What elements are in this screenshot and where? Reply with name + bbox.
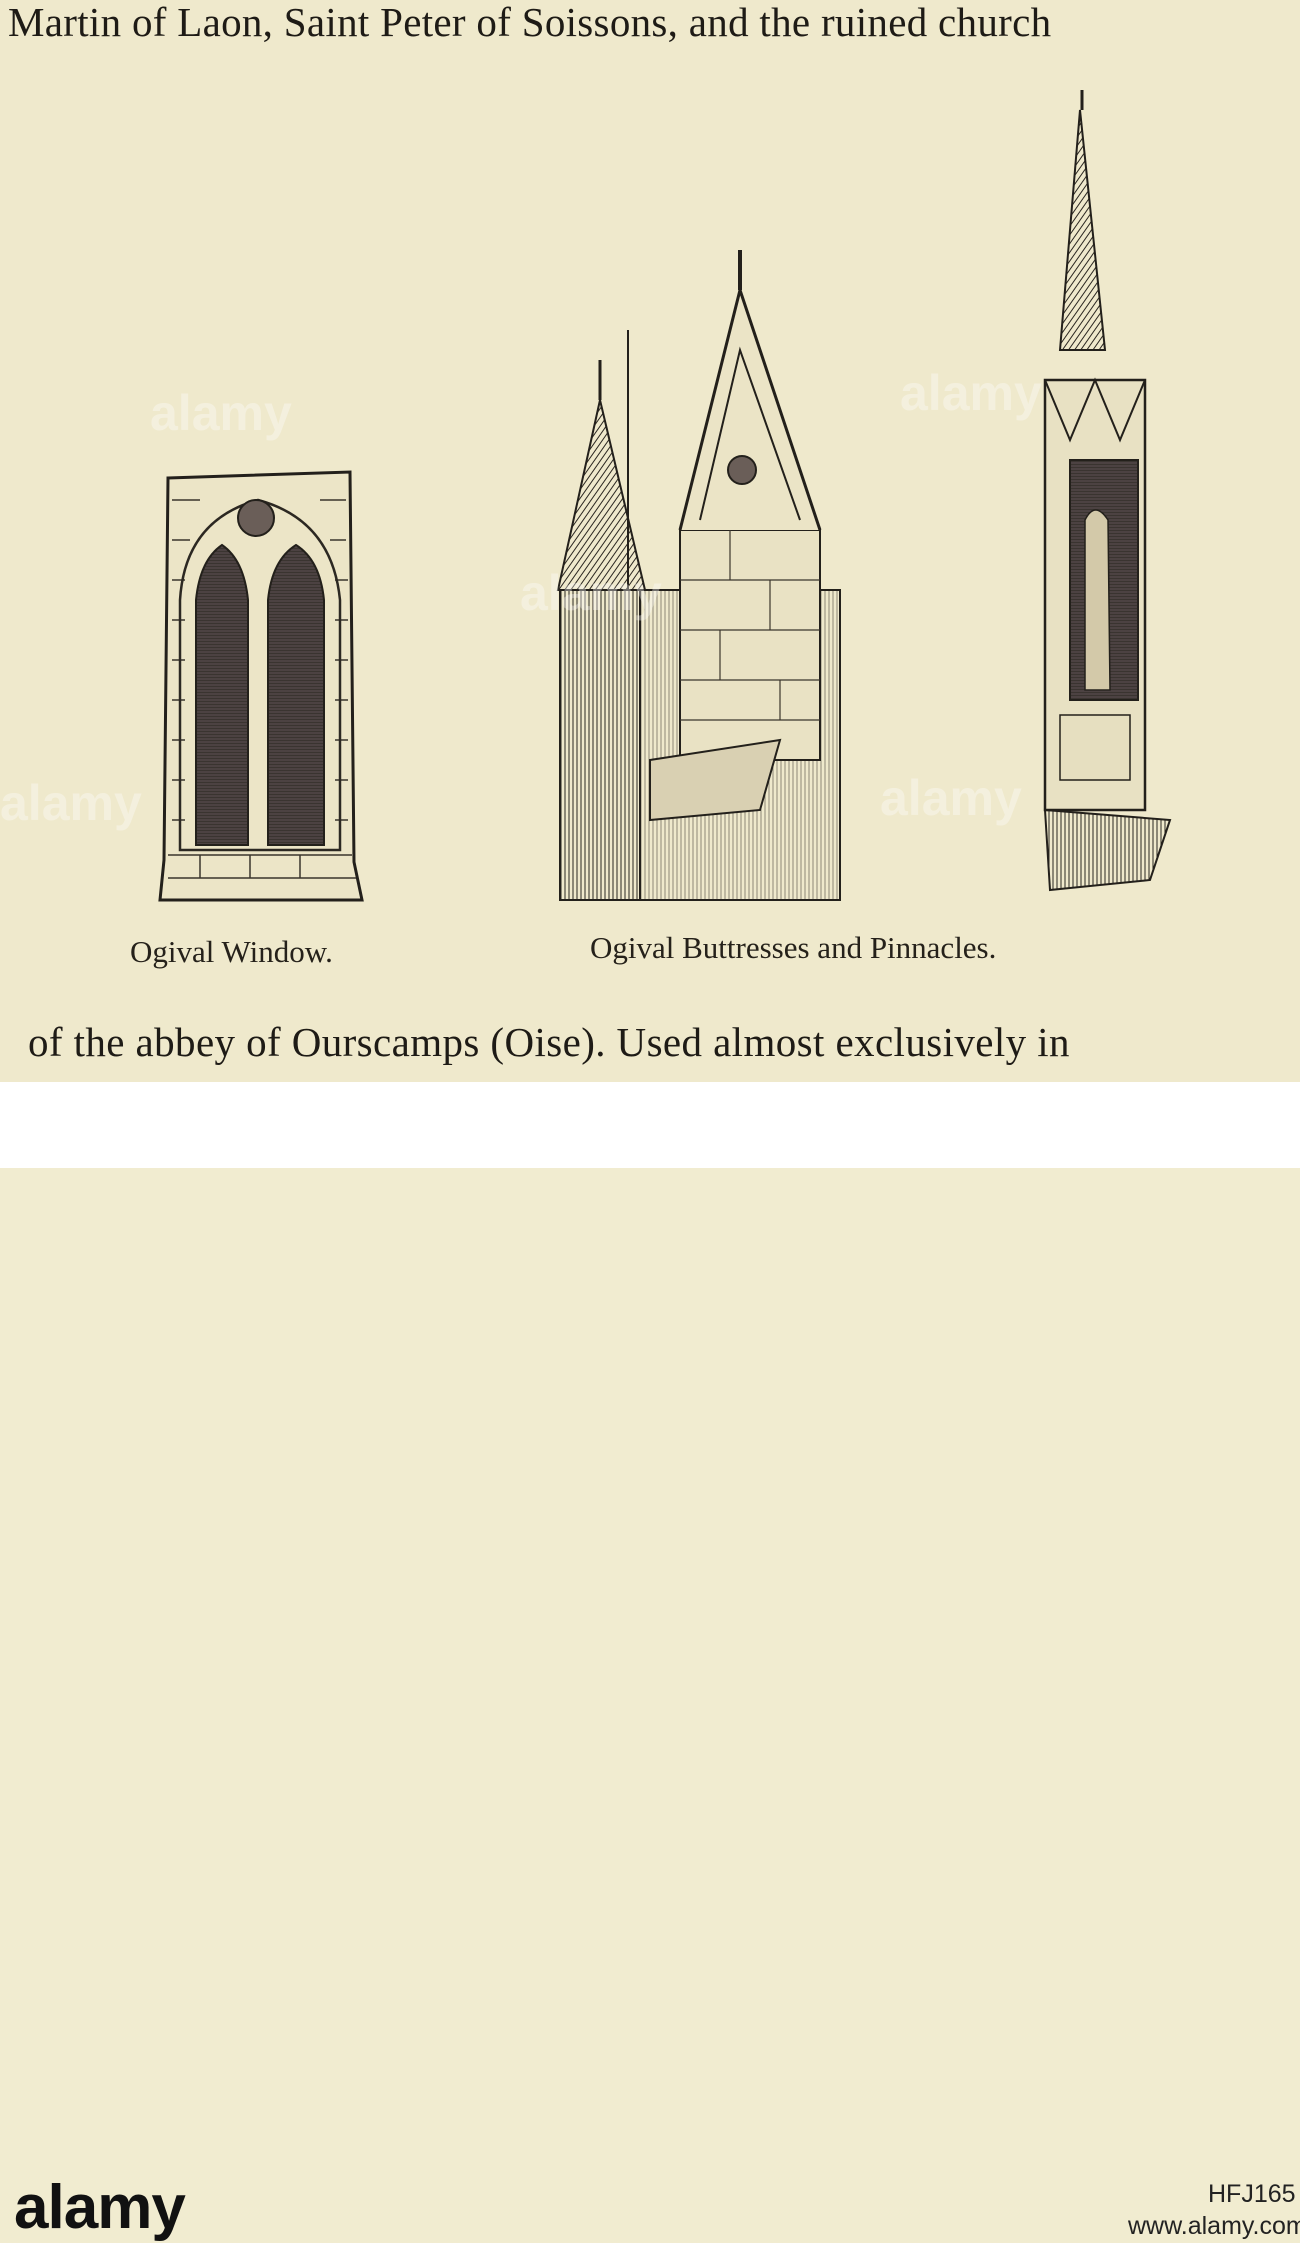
top-text-line: Martin of Laon, Saint Peter of Soissons,… <box>8 0 1052 45</box>
engravings-illustration: alamy alamy alamy alamy alamy <box>0 90 1172 902</box>
watermark-5: alamy <box>880 770 1022 826</box>
pinnacle-illustration <box>1043 90 1172 892</box>
watermark-4: alamy <box>0 775 142 831</box>
watermark-2: alamy <box>900 365 1042 421</box>
buttress-illustration <box>556 250 841 901</box>
window-illustration <box>158 470 364 902</box>
caption-ogival-window: Ogival Window. <box>130 934 333 969</box>
stock-footer: alamy HFJ165 www.alamy.com <box>0 1082 1300 2242</box>
alamy-logo: alamy <box>14 2173 186 2242</box>
watermark-1: alamy <box>150 385 292 441</box>
caption-buttresses-pinnacles: Ogival Buttresses and Pinnacles. <box>590 930 997 965</box>
watermark-3: alamy <box>520 565 662 621</box>
bottom-text-line: of the abbey of Ourscamps (Oise). Used a… <box>28 1019 1070 1065</box>
site-url: www.alamy.com <box>1128 2212 1300 2240</box>
scanned-page: Martin of Laon, Saint Peter of Soissons,… <box>0 0 1300 1082</box>
image-id: HFJ165 <box>1208 2180 1296 2208</box>
